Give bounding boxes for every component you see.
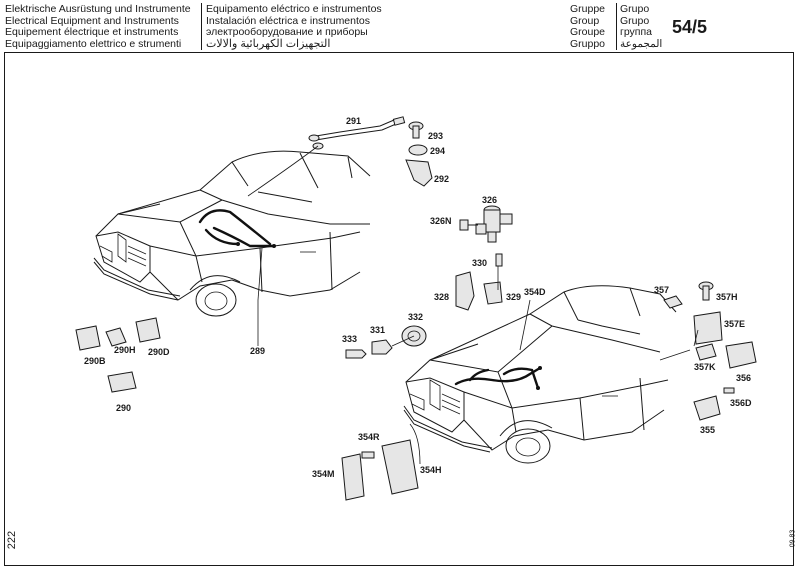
title-french: Equipement électrique et instruments (5, 26, 179, 38)
label-356d: 356D (730, 398, 752, 408)
label-332: 332 (408, 312, 423, 322)
label-326: 326 (482, 195, 497, 205)
part-356d-bulb (723, 387, 735, 394)
wiring-harness-front (198, 209, 272, 246)
part-331-lamp (371, 339, 393, 355)
diagram-frame (4, 52, 794, 566)
group-labels-right: Grupo Grupo группа المجموعة (620, 3, 663, 50)
part-292-bracket (405, 159, 433, 187)
part-329-holder (483, 281, 503, 305)
title-block-right: Equipamento eléctrico e instrumentos Ins… (206, 3, 382, 50)
label-357h: 357H (716, 292, 738, 302)
group-label-de: Gruppe (570, 3, 606, 15)
part-354r-bulb (361, 451, 375, 459)
part-326-pump (475, 205, 513, 243)
label-290b: 290B (84, 356, 106, 366)
label-290d: 290D (148, 347, 170, 357)
part-333-bulb (345, 349, 367, 359)
page-header: Elektrische Ausrüstung und Instrumente E… (0, 0, 800, 52)
title-italian: Equipaggiamento elettrico e strumenti (5, 37, 182, 50)
label-354r: 354R (358, 432, 380, 442)
group-label-ru: группа (620, 26, 653, 38)
part-293-screw (408, 121, 424, 139)
title-german: Elektrische Ausrüstung und Instrumente (5, 3, 191, 15)
label-354d: 354D (524, 287, 546, 297)
part-354h-housing (381, 439, 419, 495)
label-357e: 357E (724, 319, 745, 329)
part-290d-cover (135, 317, 161, 343)
group-label-es: Grupo (620, 14, 650, 27)
part-290h-holder (105, 327, 127, 347)
part-355-socket (693, 395, 721, 421)
part-328-bracket (455, 271, 475, 311)
group-label-fr: Groupe (570, 26, 606, 38)
title-block-left: Elektrische Ausrüstung und Instrumente E… (5, 3, 191, 50)
label-292: 292 (434, 174, 449, 184)
car-illustration-upper (93, 150, 371, 317)
label-294: 294 (430, 146, 445, 156)
part-357k-clip (695, 343, 717, 361)
car-illustration-lower (403, 285, 677, 464)
part-290b-switch (75, 325, 101, 351)
part-357-screw (663, 295, 683, 309)
title-arabic: التجهيزات الكهربائية والالات (206, 37, 331, 50)
title-russian: электрооборудование и приборы (206, 26, 368, 38)
part-356-box (725, 341, 757, 369)
label-356: 356 (736, 373, 751, 383)
group-label-ar: المجموعة (620, 37, 663, 50)
date-code: 09.83 (789, 529, 797, 548)
label-326n: 326N (430, 216, 452, 226)
title-portuguese: Equipamento eléctrico e instrumentos (206, 3, 382, 15)
title-english: Electrical Equipment and Instruments (5, 14, 179, 27)
wiring-harness-engine-branch (502, 367, 540, 390)
label-291: 291 (346, 116, 361, 126)
group-label-it: Gruppo (570, 37, 606, 50)
header-divider (201, 3, 202, 50)
label-293: 293 (428, 131, 443, 141)
label-357k: 357K (694, 362, 716, 372)
wiring-harness-branch (212, 226, 276, 248)
label-357: 357 (654, 285, 669, 295)
label-290h: 290H (114, 345, 136, 355)
group-divider (616, 3, 617, 50)
page-number: 222 (6, 530, 18, 550)
wiring-harness-engine-branch-2 (468, 368, 490, 382)
group-label-pt: Grupo (620, 3, 650, 15)
group-labels-left: Gruppe Group Groupe Gruppo (570, 3, 606, 50)
part-357e-plate (693, 311, 723, 345)
part-294-washer (408, 144, 428, 156)
part-354m-lamp-unit (341, 453, 365, 501)
part-326n-bolt (459, 219, 478, 231)
part-357h-bolt (698, 281, 714, 301)
title-spanish: Instalación eléctrica e instrumentos (206, 14, 370, 27)
label-333: 333 (342, 334, 357, 344)
label-354m: 354M (312, 469, 335, 479)
part-290-switch (107, 371, 137, 393)
wiring-harness-engine (454, 366, 542, 386)
label-354h: 354H (420, 465, 442, 475)
label-328: 328 (434, 292, 449, 302)
wiring-harness-branch-2 (204, 228, 240, 246)
label-355: 355 (700, 425, 715, 435)
label-289: 289 (250, 346, 265, 356)
part-labels: 291 293 294 292 326 326N 330 328 329 354… (84, 116, 752, 479)
part-291-antenna-cable (247, 116, 406, 197)
label-329: 329 (506, 292, 521, 302)
part-330-fuse (495, 253, 503, 267)
group-number: 54/5 (672, 17, 708, 37)
label-331: 331 (370, 325, 385, 335)
leader-lines (257, 247, 699, 465)
label-290: 290 (116, 403, 131, 413)
label-330: 330 (472, 258, 487, 268)
group-label-en: Group (570, 14, 600, 27)
